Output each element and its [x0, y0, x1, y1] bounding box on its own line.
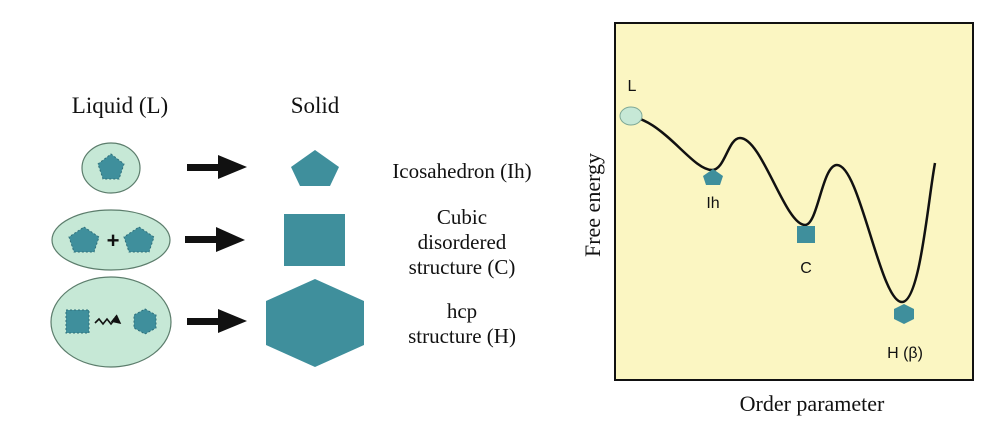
arrow-icon — [187, 309, 247, 333]
pentagon-cluster-icon — [97, 153, 125, 180]
solid-hexagon-icon — [266, 279, 364, 367]
row-icosahedron: Icosahedron (Ih) — [81, 142, 532, 194]
solid-header: Solid — [291, 93, 340, 118]
state-label-h: H (β) — [887, 345, 923, 362]
energy-landscape: L Ih C H (β) Free energy Order parameter — [580, 22, 974, 416]
row-label: hcp — [447, 299, 477, 323]
row-label: structure (C) — [409, 255, 516, 279]
square-cluster-icon — [65, 309, 90, 334]
row-cubic: + Cubic disordered structure (C) — [51, 205, 516, 279]
arrow-icon — [185, 227, 245, 252]
solid-square-icon — [284, 214, 345, 266]
row-label: Icosahedron (Ih) — [392, 159, 531, 183]
liquid-header: Liquid (L) — [72, 93, 168, 118]
h-state-icon — [894, 304, 914, 324]
state-label-l: L — [628, 78, 637, 95]
liquid-state-icon — [619, 106, 643, 126]
state-label-c: C — [800, 260, 812, 277]
row-hcp: hcp structure (H) — [50, 276, 516, 368]
c-state-icon — [797, 226, 815, 243]
row-label: structure (H) — [408, 324, 516, 348]
state-label-ih: Ih — [706, 195, 719, 212]
plot-frame — [614, 22, 974, 381]
arrow-icon — [187, 155, 247, 179]
hexagon-cluster-icon — [133, 308, 157, 335]
wavy-arrow-icon — [94, 314, 122, 326]
x-axis-label: Order parameter — [740, 391, 885, 416]
row-label: Cubic — [437, 205, 487, 229]
liquid-droplet — [51, 209, 171, 271]
row-label: disordered — [418, 230, 507, 254]
plus-sign: + — [107, 228, 120, 253]
solid-pentagon-icon — [291, 150, 339, 186]
pentagon-cluster-icon — [123, 226, 155, 253]
pentagon-cluster-icon — [68, 226, 100, 253]
ih-state-icon — [703, 169, 723, 185]
y-axis-label: Free energy — [580, 153, 605, 257]
